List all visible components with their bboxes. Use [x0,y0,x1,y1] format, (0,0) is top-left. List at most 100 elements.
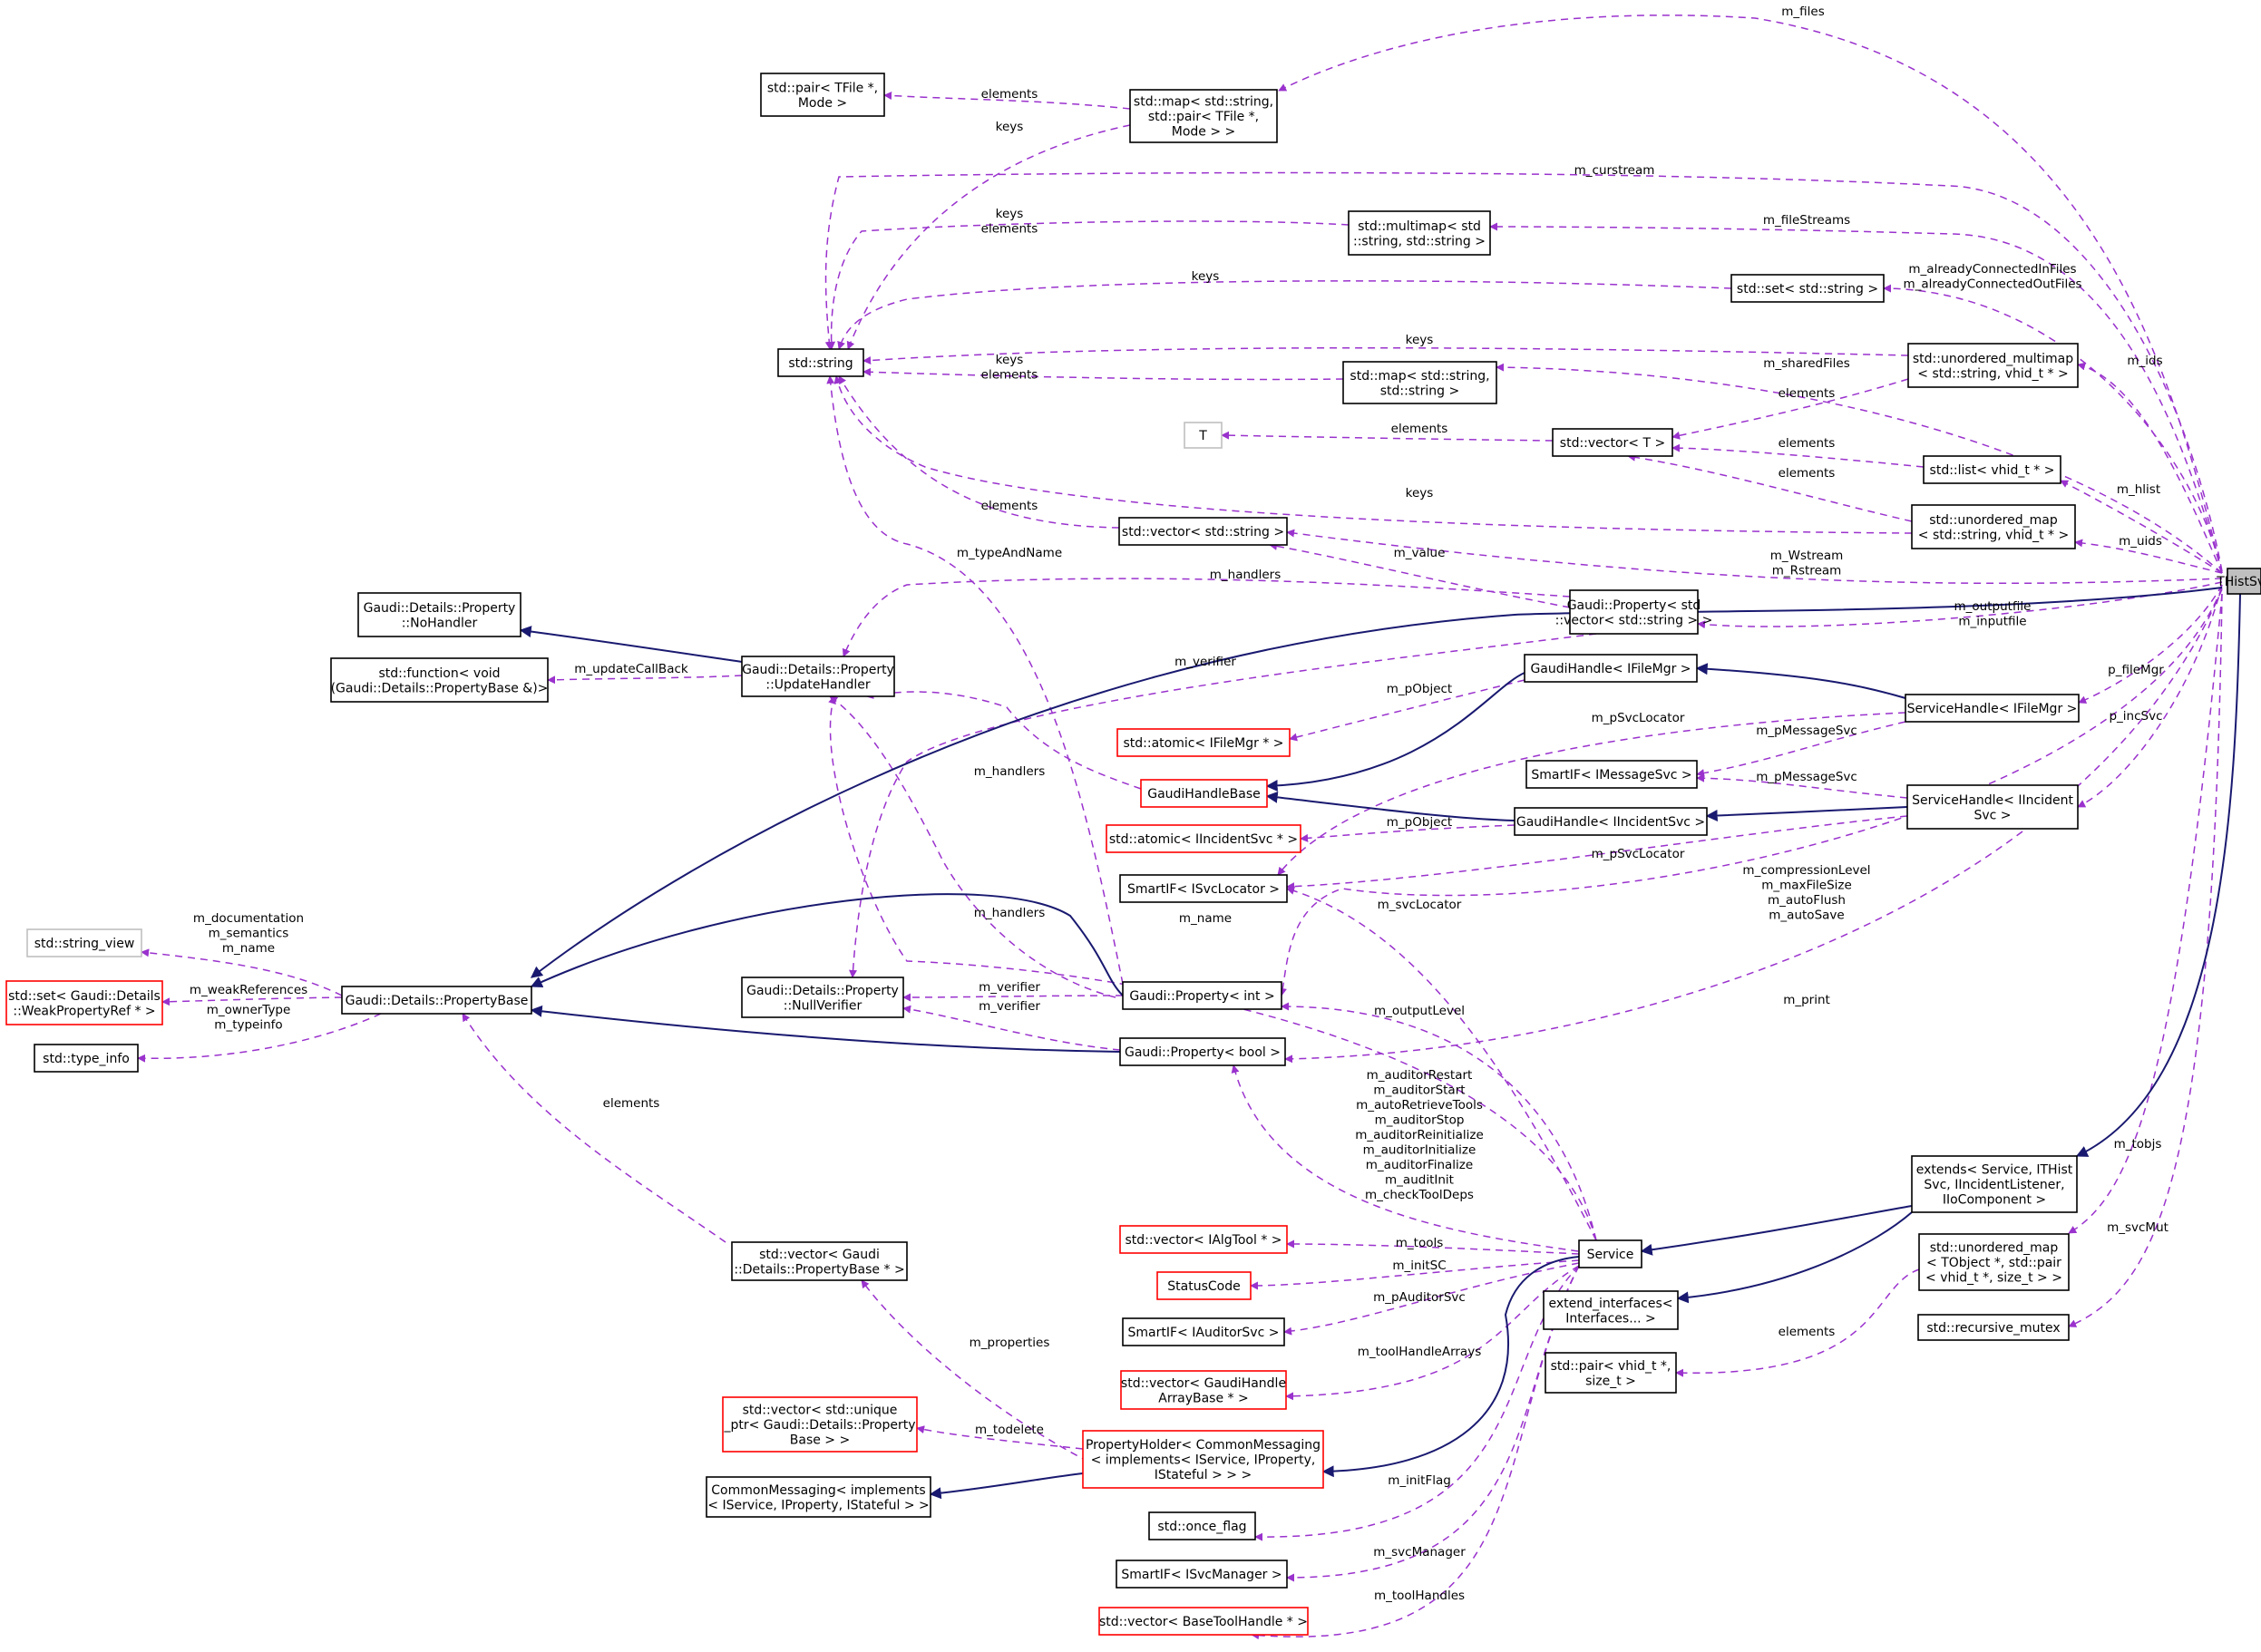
node-label: ServiceHandle< IFileMgr > [1907,702,2078,716]
node-string[interactable]: std::string [777,348,864,377]
node-box [1122,981,1282,1010]
node-smartif-svcloc[interactable]: SmartIF< ISvcLocator > [1119,874,1288,903]
usage-edge [865,691,1142,790]
edge-label-p-filemgr: p_fileMgr [2108,663,2164,677]
node-prop-vecstr[interactable]: Gaudi::Property< std::vector< std::strin… [1555,589,1713,635]
edge-label-m-filestreams: m_fileStreams [1763,213,1850,228]
node-box [1119,874,1288,903]
node-propbase[interactable]: Gaudi::Details::PropertyBase [341,986,532,1015]
node-label: std::string [788,356,853,371]
node-atomic-ifilemgr[interactable]: std::atomic< IFileMgr * > [1116,728,1291,757]
node-statuscode[interactable]: StatusCode [1156,1271,1252,1300]
node-type-info[interactable]: std::type_info [34,1044,139,1073]
node-label: Gaudi::Property< bool > [1125,1045,1281,1060]
inheritance-edge [530,587,2223,978]
edge-label-m-value: m_value [1394,546,1446,560]
node-box [1730,274,1885,303]
node-vector-t[interactable]: std::vector< T > [1552,428,1673,457]
node-smartif-auditor[interactable]: SmartIF< IAuditorSvc > [1122,1317,1285,1346]
node-string-view[interactable]: std::string_view [26,928,142,957]
node-vector-basetool[interactable]: std::vector< BaseToolHandle * > [1098,1607,1309,1636]
edge-label-elements-vhid: elements [1779,1325,1836,1339]
edge-label-m-print: m_print [1783,993,1830,1007]
node-extend-interfaces[interactable]: extend_interfaces<Interfaces... > [1543,1290,1679,1330]
node-vector-propbase[interactable]: std::vector< Gaudi::Details::PropertyBas… [731,1241,908,1281]
node-label: std::multimap< std [1358,219,1481,234]
node-unordered-tobj[interactable]: std::unordered_map< TObject *, std::pair… [1918,1233,2070,1291]
edge-label-keys-umm: keys [1406,333,1434,347]
node-label: IIoComponent > [1943,1193,2046,1208]
edge-label-m-psvclocator-2: m_pSvcLocator [1592,847,1685,861]
node-function[interactable]: std::function< void(Gaudi::Details::Prop… [330,657,549,703]
node-atomic-iincident[interactable]: std::atomic< IIncidentSvc * > [1106,824,1301,853]
node-label: SmartIF< IAuditorSvc > [1128,1326,1280,1340]
node-unordered-map[interactable]: std::unordered_map< std::string, vhid_t … [1911,504,2076,549]
node-service[interactable]: Service [1578,1239,1642,1268]
node-vector-ialgtool[interactable]: std::vector< IAlgTool * > [1119,1225,1288,1254]
node-sh-ifilemgr[interactable]: ServiceHandle< IFileMgr > [1905,694,2080,723]
usage-edge [1283,1262,1580,1336]
node-smartif-msgsvc[interactable]: SmartIF< IMessageSvc > [1525,760,1698,789]
usage-edge [1696,721,1906,778]
node-label: GaudiHandle< IIncidentSvc > [1516,815,1705,830]
node-set-string[interactable]: std::set< std::string > [1730,274,1885,303]
node-sh-iincident[interactable]: ServiceHandle< IIncidentSvc > [1906,784,2079,830]
node-once-flag[interactable]: std::once_flag [1148,1511,1256,1540]
node-box [1116,728,1291,757]
edge-label-m-svclocator: m_svcLocator [1378,898,1462,912]
node-pair-tfile[interactable]: std::pair< TFile *,Mode > [760,73,885,117]
usage-edge [1231,1064,1579,1252]
node-nullv[interactable]: Gaudi::Details::Property::NullVerifier [741,977,904,1018]
node-box [1120,1370,1287,1410]
node-multimap[interactable]: std::multimap< std::string, std::string … [1348,210,1491,256]
node-box [1525,760,1698,789]
node-list-vhid[interactable]: std::list< vhid_t * > [1923,455,2061,484]
node-commonmsg[interactable]: CommonMessaging< implements< IService, I… [706,1476,931,1518]
usage-edge [1286,1239,1580,1255]
node-updh[interactable]: Gaudi::Details::Property::UpdateHandler [741,656,895,697]
node-gh-iincident[interactable]: GaudiHandle< IIncidentSvc > [1514,807,1708,836]
node-box [1118,517,1288,546]
node-ghbase[interactable]: GaudiHandleBase [1140,779,1268,808]
node-label: std::unordered_map [1929,513,2058,528]
node-label: ::WeakPropertyRef * > [13,1004,155,1018]
node-label: ServiceHandle< IIncident [1912,793,2073,808]
node-propholder[interactable]: PropertyHolder< CommonMessaging< impleme… [1082,1430,1324,1489]
node-label: Svc, IIncidentListener, [1924,1178,2064,1192]
node-label: < std::string, vhid_t * > [1917,366,2068,381]
usage-edge [1300,824,1515,842]
node-box [1545,1352,1677,1394]
inheritance-edge [1265,791,1515,821]
usage-edge [1286,815,1908,891]
edge-label-m-hlist: m_hlist [2117,482,2160,497]
node-prop-bool[interactable]: Gaudi::Property< bool > [1119,1037,1286,1066]
node-vector-string[interactable]: std::vector< std::string > [1118,517,1288,546]
usage-edge [849,633,1597,978]
usage-edge [1286,529,2223,585]
node-prop-int[interactable]: Gaudi::Property< int > [1122,981,1282,1010]
usage-edge [1279,587,2223,996]
node-pair-vhid[interactable]: std::pair< vhid_t *,size_t > [1545,1352,1677,1394]
usage-edge [1675,1268,1920,1377]
node-map-string[interactable]: std::map< std::string,std::string > [1342,361,1497,404]
node-map-file[interactable]: std::map< std::string,std::pair< TFile *… [1129,89,1278,143]
edge-label-m-sharedfiles: m_sharedFiles [1763,356,1850,371]
node-box [34,1044,139,1073]
node-noh[interactable]: Gaudi::Details::Property::NoHandler [357,592,521,637]
node-t[interactable]: T [1184,422,1223,449]
node-vector-unique[interactable]: std::vector< std::unique_ptr< Gaudi::Det… [722,1396,918,1453]
node-label: std::vector< std::string > [1122,525,1284,539]
node-gh-ifilemgr[interactable]: GaudiHandle< IFileMgr > [1524,654,1698,683]
edge-label-m-files: m_files [1781,5,1825,19]
node-unordered-multimap[interactable]: std::unordered_multimap< std::string, vh… [1907,343,2079,388]
edge-label-m-curstream: m_curstream [1574,163,1655,178]
usage-edge [137,1013,382,1063]
node-set-weak[interactable]: std::set< Gaudi::Details::WeakPropertyRe… [5,980,163,1025]
node-smartif-svcmgr[interactable]: SmartIF< ISvcManager > [1116,1560,1288,1589]
node-recursive-mutex[interactable]: std::recursive_mutex [1917,1314,2070,1341]
